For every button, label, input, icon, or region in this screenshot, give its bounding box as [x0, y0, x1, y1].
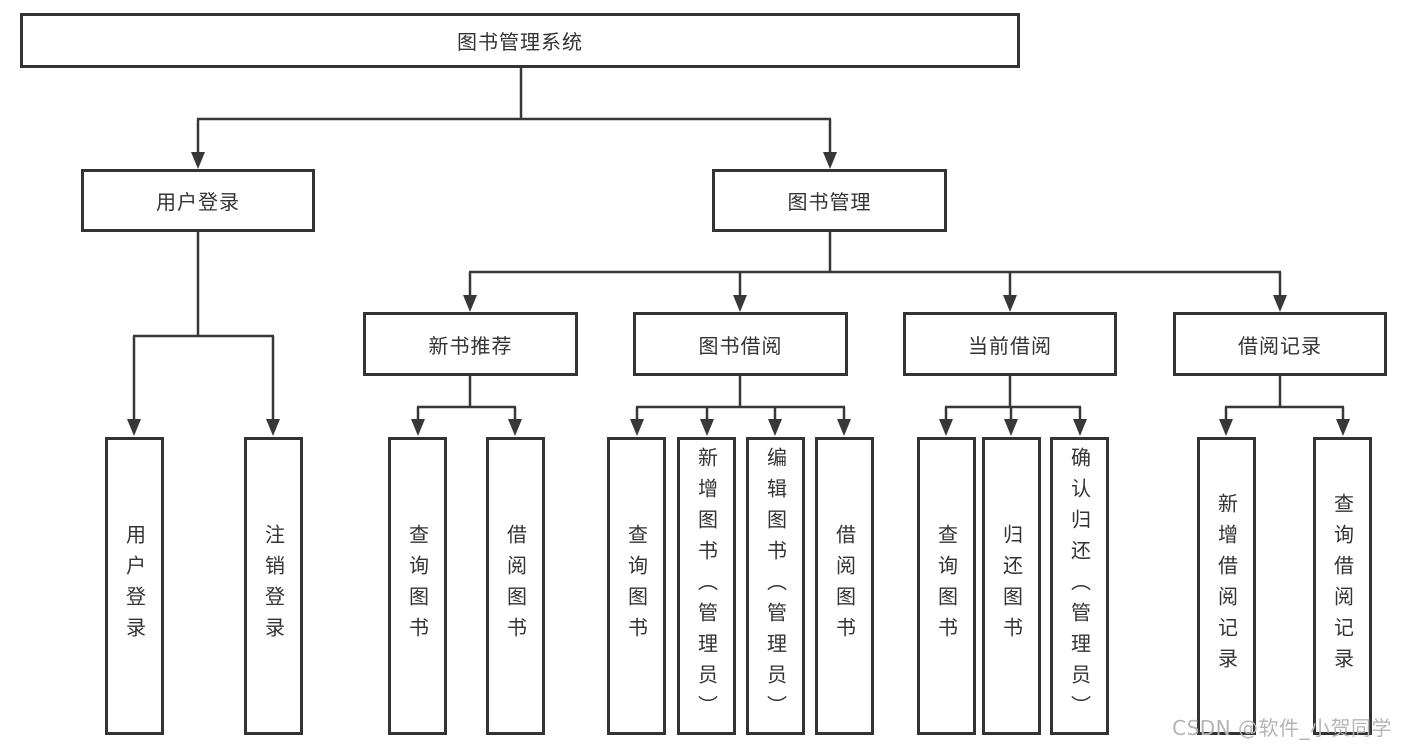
node-records-query-record-label: 查询借阅记录 — [1330, 493, 1355, 679]
node-recommend-query-book: 查询图书 — [388, 437, 447, 735]
node-current-query-book: 查询图书 — [917, 437, 976, 735]
node-current-borrow: 当前借阅 — [903, 312, 1117, 376]
node-book-borrow-label: 图书借阅 — [698, 333, 783, 358]
watermark: CSDN @软件_小贺同学 — [1172, 716, 1392, 740]
node-book-management: 图书管理 — [712, 169, 947, 232]
node-records-add-record-label: 新增借阅记录 — [1214, 493, 1239, 679]
node-recommend-query-book-label: 查询图书 — [405, 524, 430, 648]
node-leaf-user-login-label: 用户登录 — [122, 524, 147, 648]
node-current-confirm-return: 确认归还（管理员） — [1050, 437, 1109, 735]
node-borrow-borrow-book-label: 借阅图书 — [832, 524, 857, 648]
node-borrow-edit-book: 编辑图书（管理员） — [746, 437, 805, 735]
node-borrow-edit-book-label: 编辑图书（管理员） — [763, 446, 788, 726]
node-leaf-logout: 注销登录 — [244, 437, 303, 735]
node-current-query-book-label: 查询图书 — [934, 524, 959, 648]
node-new-book-recommend: 新书推荐 — [363, 312, 578, 376]
node-borrow-records-label: 借阅记录 — [1238, 333, 1322, 358]
node-book-management-label: 图书管理 — [787, 190, 872, 214]
node-current-return-book-label: 归还图书 — [999, 524, 1024, 648]
node-recommend-borrow-book: 借阅图书 — [486, 437, 545, 735]
node-user-login: 用户登录 — [81, 169, 315, 232]
node-borrow-add-book: 新增图书（管理员） — [677, 437, 736, 735]
node-recommend-borrow-book-label: 借阅图书 — [503, 524, 528, 648]
node-leaf-logout-label: 注销登录 — [261, 524, 286, 648]
node-borrow-add-book-label: 新增图书（管理员） — [694, 446, 719, 726]
node-borrow-borrow-book: 借阅图书 — [815, 437, 874, 735]
node-records-add-record: 新增借阅记录 — [1197, 437, 1256, 735]
node-new-book-recommend-label: 新书推荐 — [428, 333, 513, 358]
node-borrow-records: 借阅记录 — [1173, 312, 1387, 376]
node-leaf-user-login: 用户登录 — [105, 437, 164, 735]
node-root: 图书管理系统 — [20, 13, 1020, 68]
node-current-borrow-label: 当前借阅 — [968, 333, 1052, 358]
node-user-login-label: 用户登录 — [156, 190, 240, 214]
node-borrow-query-book: 查询图书 — [607, 437, 666, 735]
node-current-return-book: 归还图书 — [982, 437, 1041, 735]
node-root-label: 图书管理系统 — [457, 30, 583, 54]
node-current-confirm-return-label: 确认归还（管理员） — [1067, 446, 1092, 726]
node-records-query-record: 查询借阅记录 — [1313, 437, 1372, 735]
node-book-borrow: 图书借阅 — [633, 312, 848, 376]
node-borrow-query-book-label: 查询图书 — [624, 524, 649, 648]
